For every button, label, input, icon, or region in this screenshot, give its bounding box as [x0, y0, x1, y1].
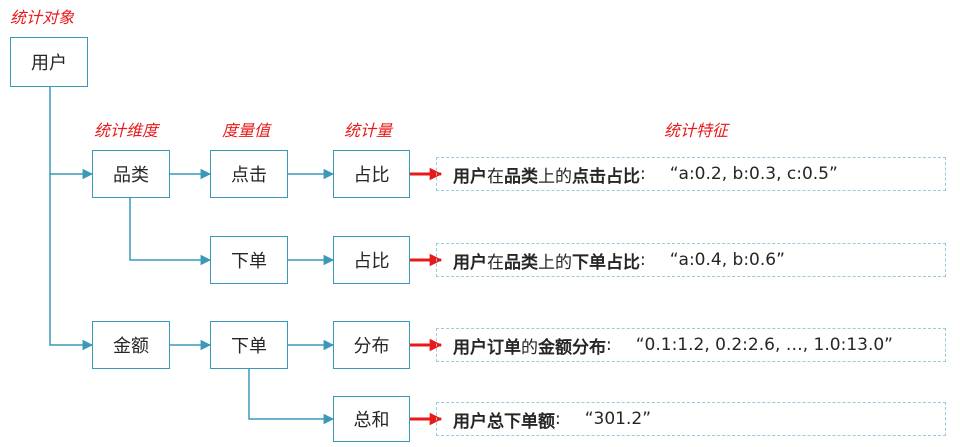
feature-text: : [640, 250, 646, 270]
feature-text: : [606, 335, 612, 355]
feature-order-sum: 用户总下单额: “301.2” [436, 402, 946, 436]
node-distribution: 分布 [333, 321, 410, 369]
feature-text: : [555, 409, 561, 429]
feature-text: 下单占比 [572, 252, 640, 273]
feature-order-ratio: 用户在品类上的下单占比: “a:0.4, b:0.6” [436, 243, 946, 277]
node-ratio-click: 占比 [333, 150, 410, 198]
feature-text: 点击占比 [572, 166, 640, 187]
feature-text: 品类 [504, 252, 538, 273]
feature-amount-distribution: 用户订单的金额分布: “0.1:1.2, 0.2:2.6, …, 1.0:13.0… [436, 328, 946, 362]
connector-user-amount [49, 174, 94, 351]
feature-text: 用户总下单额 [453, 411, 555, 432]
node-ratio-order: 占比 [333, 236, 410, 284]
feature-text: : [640, 164, 646, 184]
feature-value: “a:0.2, b:0.3, c:0.5” [669, 164, 838, 184]
label-statistic-feature: 统计特征 [664, 121, 729, 140]
feature-text: 上的 [538, 166, 572, 187]
connector-user-category [49, 87, 94, 180]
node-order: 下单 [210, 236, 288, 284]
feature-value: “0.1:1.2, 0.2:2.6, …, 1.0:13.0” [635, 335, 893, 355]
feature-text: 用户 [453, 166, 487, 187]
node-click: 点击 [210, 150, 288, 198]
feature-click-ratio: 用户在品类上的点击占比: “a:0.2, b:0.3, c:0.5” [436, 157, 946, 191]
feature-value: “a:0.4, b:0.6” [669, 250, 785, 270]
node-order-amount: 下单 [210, 321, 288, 369]
feature-text: 用户订单 [453, 337, 521, 358]
label-statistic-quantity: 统计量 [344, 121, 393, 140]
connector-order-sum [248, 369, 335, 425]
node-user: 用户 [10, 37, 88, 87]
feature-text: 的 [521, 337, 538, 358]
node-category: 品类 [92, 150, 170, 198]
feature-text: 金额分布 [538, 337, 606, 358]
node-amount: 金额 [92, 321, 170, 369]
feature-text: 用户 [453, 252, 487, 273]
label-statistic-dimension: 统计维度 [94, 121, 159, 140]
feature-text: 在 [487, 166, 504, 187]
feature-text: 上的 [538, 252, 572, 273]
connector-category-order [129, 198, 212, 266]
node-sum: 总和 [333, 396, 410, 442]
label-statistic-object: 统计对象 [10, 8, 75, 27]
feature-value: “301.2” [584, 409, 652, 429]
feature-text: 在 [487, 252, 504, 273]
feature-text: 品类 [504, 166, 538, 187]
label-measure-value: 度量值 [222, 121, 271, 140]
